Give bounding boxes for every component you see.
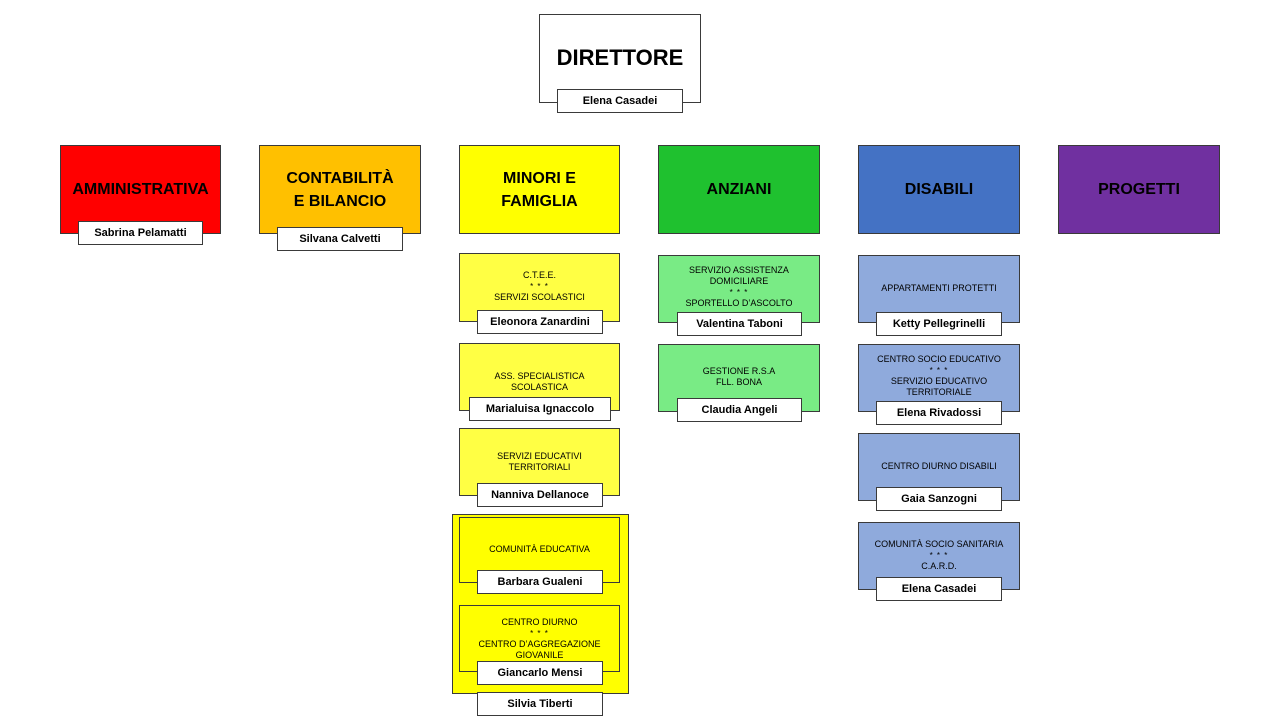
service-css-stars: * * * xyxy=(929,551,949,560)
service-cse-line3: TERRITORIALE xyxy=(906,387,972,397)
dept-progetti: PROGETTI xyxy=(1058,145,1220,234)
dept-minori-title-line1: MINORI E xyxy=(503,169,576,187)
service-ctee-line1: C.T.E.E. xyxy=(522,270,556,280)
service-ctee-name: Eleonora Zanardini xyxy=(477,310,603,334)
dept-disabili: DISABILI xyxy=(858,145,1020,234)
dept-disabili-title: DISABILI xyxy=(904,181,974,198)
dept-anziani-title: ANZIANI xyxy=(706,181,772,198)
dept-progetti-title: PROGETTI xyxy=(1098,181,1180,198)
service-centro-diurno-line1: CENTRO DIURNO xyxy=(501,617,578,627)
service-css-line2: C.A.R.D. xyxy=(921,561,957,571)
service-appartamenti-name: Ketty Pellegrinelli xyxy=(876,312,1002,336)
service-css-name: Elena Casadei xyxy=(876,577,1002,601)
service-ctee-line2: SERVIZI SCOLASTICI xyxy=(494,292,585,302)
service-group-name: Silvia Tiberti xyxy=(477,692,603,716)
service-ass-spec-name: Marialuisa Ignaccolo xyxy=(469,397,611,421)
service-sad-line3: SPORTELLO D’ASCOLTO xyxy=(685,298,793,308)
service-sad-name: Valentina Taboni xyxy=(677,312,802,336)
dept-anziani: ANZIANI xyxy=(658,145,820,234)
service-centro-diurno-name: Giancarlo Mensi xyxy=(477,661,603,685)
service-rsa-name: Claudia Angeli xyxy=(677,398,802,422)
service-ctee-stars: * * * xyxy=(530,282,549,291)
director-name: Elena Casadei xyxy=(557,89,683,113)
service-sad-line1: SERVIZIO ASSISTENZA xyxy=(689,265,789,275)
service-cse-name: Elena Rivadossi xyxy=(876,401,1002,425)
service-cse: CENTRO SOCIO EDUCATIVO * * * SERVIZIO ED… xyxy=(858,344,1020,412)
director-title: DIRETTORE xyxy=(556,45,684,70)
service-rsa-line2: FLL. BONA xyxy=(715,377,762,387)
dept-contabilita-title-line2: E BILANCIO xyxy=(293,192,387,210)
dept-contabilita-title-line1: CONTABILITÀ xyxy=(286,169,394,187)
service-serv-edu-line2: TERRITORIALI xyxy=(508,462,571,472)
service-cdd-name: Gaia Sanzogni xyxy=(876,487,1002,511)
service-cse-line2: SERVIZIO EDUCATIVO xyxy=(890,376,988,386)
service-centro-diurno-stars: * * * xyxy=(530,629,549,638)
service-sad-line2: DOMICILIARE xyxy=(709,276,769,286)
service-centro-diurno-line3: GIOVANILE xyxy=(515,650,564,660)
director-box: DIRETTORE xyxy=(539,14,701,103)
service-appartamenti: APPARTAMENTI PROTETTI xyxy=(858,255,1020,323)
service-sad-stars: * * * xyxy=(729,288,749,297)
service-css-line1: COMUNITÀ SOCIO SANITARIA xyxy=(874,539,1004,549)
service-appartamenti-line1: APPARTAMENTI PROTETTI xyxy=(881,283,997,293)
dept-amministrativa-title: AMMINISTRATIVA xyxy=(72,181,209,198)
dept-contabilita: CONTABILITÀ E BILANCIO xyxy=(259,145,421,234)
service-comunita-line1: COMUNITÀ EDUCATIVA xyxy=(489,544,590,554)
service-rsa-line1: GESTIONE R.S.A xyxy=(702,366,776,376)
service-cse-line1: CENTRO SOCIO EDUCATIVO xyxy=(877,354,1001,364)
dept-minori-title-line2: FAMIGLIA xyxy=(501,192,578,210)
service-cdd-line1: CENTRO DIURNO DISABILI xyxy=(881,461,997,471)
service-comunita-name: Barbara Gualeni xyxy=(477,570,603,594)
service-centro-diurno-line2: CENTRO D’AGGREGAZIONE xyxy=(478,639,601,649)
service-centro-diurno: CENTRO DIURNO * * * CENTRO D’AGGREGAZION… xyxy=(459,605,620,672)
dept-minori: MINORI E FAMIGLIA xyxy=(459,145,620,234)
service-serv-edu-line1: SERVIZI EDUCATIVI xyxy=(497,451,582,461)
service-serv-edu-name: Nanniva Dellanoce xyxy=(477,483,603,507)
dept-amministrativa-name: Sabrina Pelamatti xyxy=(78,221,203,245)
dept-contabilita-name: Silvana Calvetti xyxy=(277,227,403,251)
service-sad: SERVIZIO ASSISTENZA DOMICILIARE * * * SP… xyxy=(658,255,820,323)
service-ass-spec-line1: ASS. SPECIALISTICA SCOLASTICA xyxy=(494,371,585,392)
service-cse-stars: * * * xyxy=(929,366,949,375)
